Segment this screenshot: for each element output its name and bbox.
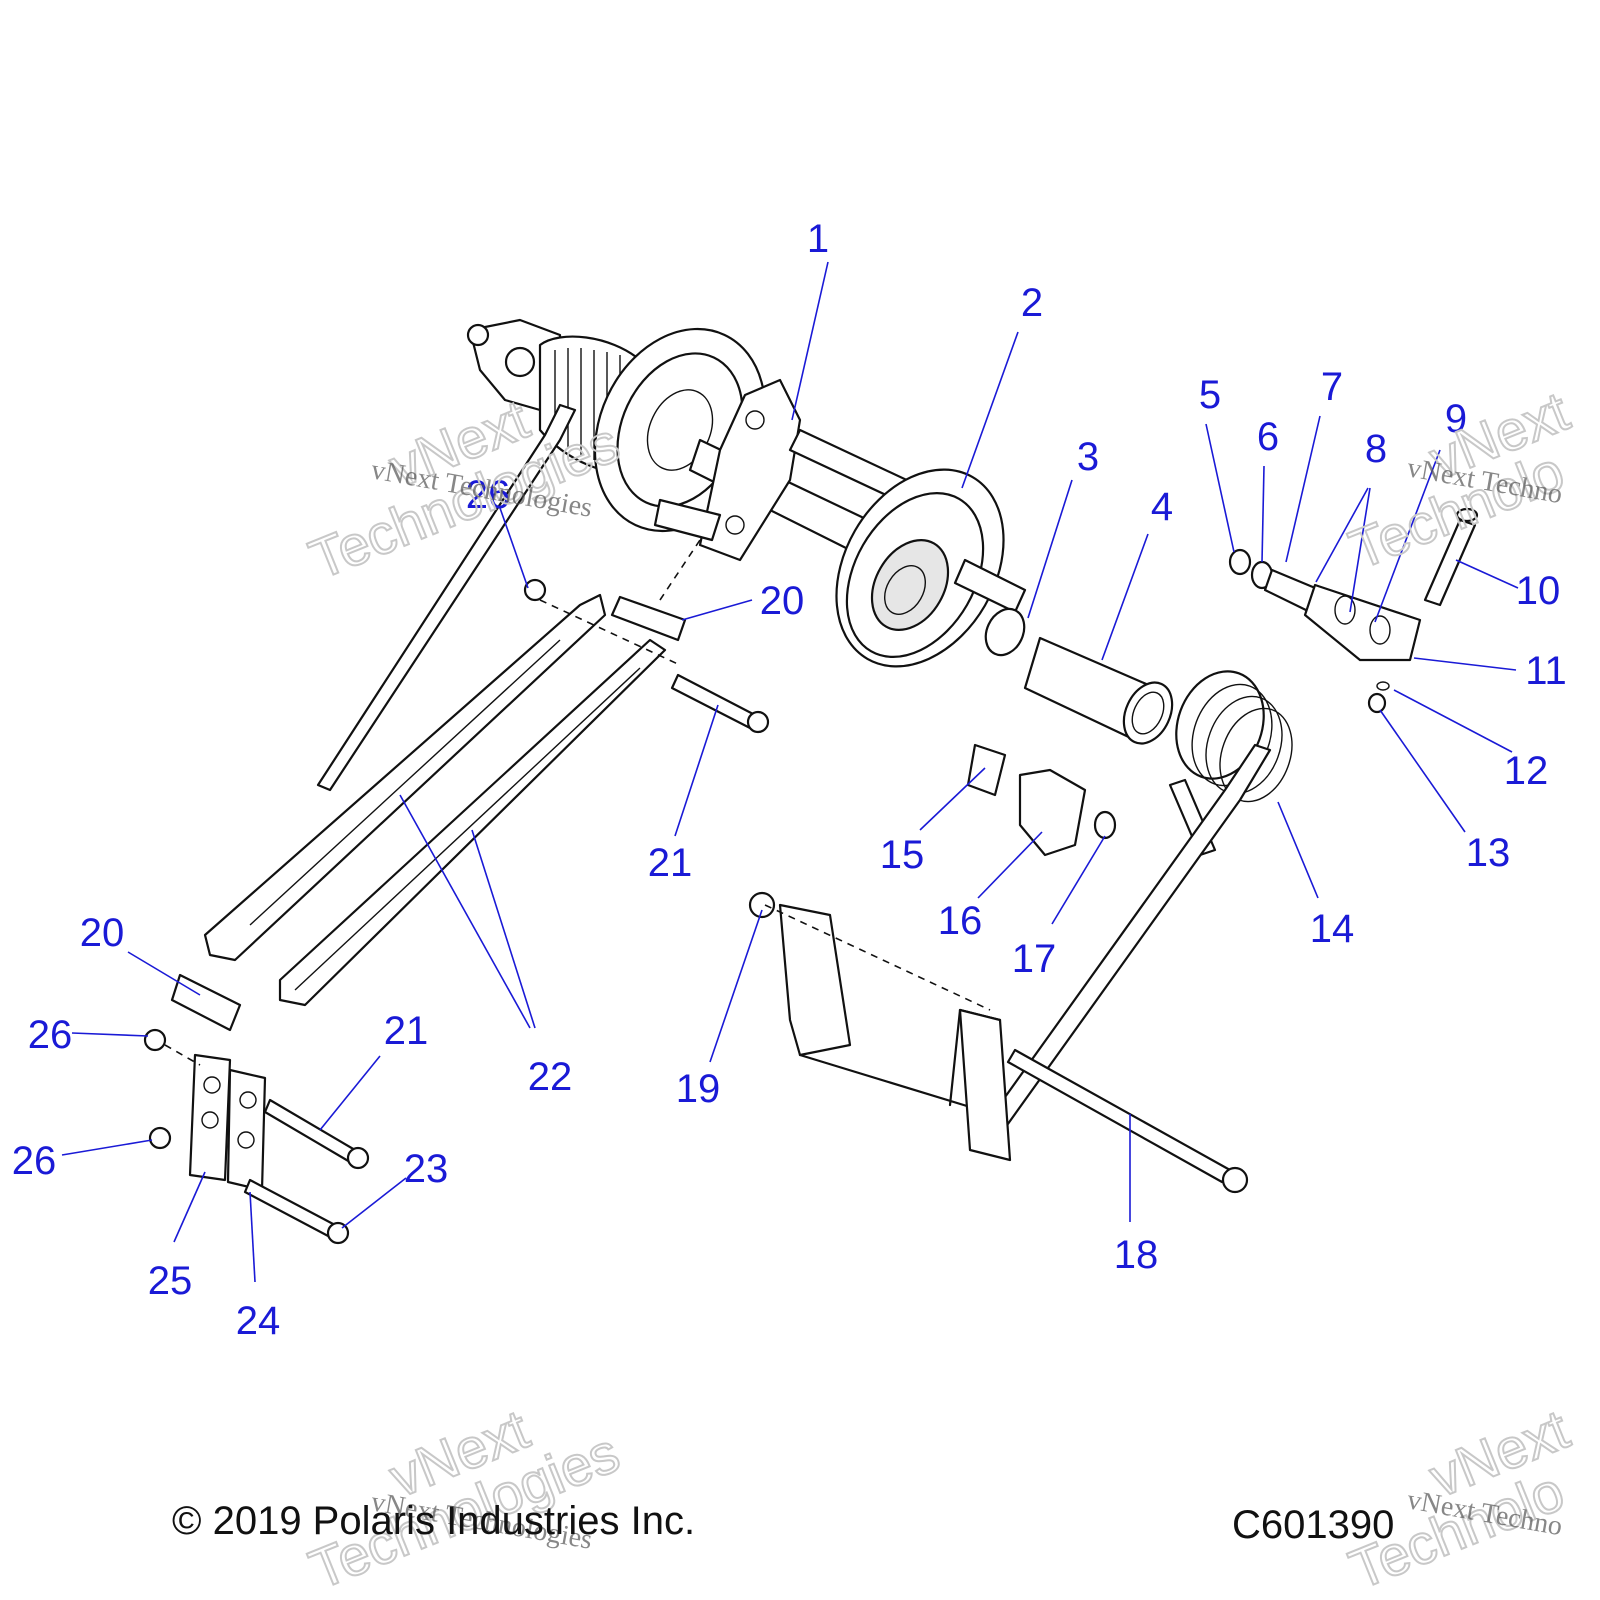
callout-25: 25 [148,1259,193,1303]
adjuster-cam-assembly [1228,507,1479,714]
callout-7: 7 [1321,365,1343,409]
callout-2: 2 [1021,281,1043,325]
callout-22: 22 [528,1055,573,1099]
callout-3: 3 [1077,435,1099,479]
nut-mid [143,1028,167,1052]
callout-labels: 1 2 3 4 5 6 7 8 9 10 11 12 13 14 15 16 1… [12,217,1567,1343]
callout-16: 16 [938,899,983,943]
sleeve-part [1023,636,1174,745]
long-bolt [1006,1048,1232,1184]
callout-26-upper: 26 [466,473,511,517]
callout-24: 24 [236,1299,281,1343]
assembly-line-3 [659,539,701,601]
callout-10: 10 [1516,569,1561,613]
rear-bracket [748,891,1012,1162]
callout-6: 6 [1257,415,1279,459]
bolt-upper-head [746,710,770,734]
callout-18: 18 [1114,1233,1159,1277]
link-plates [188,1053,370,1245]
callout-15: 15 [880,833,925,877]
callout-8: 8 [1365,427,1387,471]
callout-21-upper: 21 [648,841,693,885]
torsion-spring [983,670,1293,1137]
callout-13: 13 [1466,831,1511,875]
long-bolt-head [1221,1166,1249,1194]
torsion-arm-left [316,403,577,792]
copyright-text: © 2019 Polaris Industries Inc. [172,1499,695,1543]
callout-21-lower: 21 [384,1009,429,1053]
leader-lines [61,261,1519,1283]
callout-1: 1 [807,217,829,261]
callout-14: 14 [1310,907,1355,951]
callout-19: 19 [676,1067,721,1111]
pivot-bushing [966,743,1007,797]
nut-lower [148,1126,172,1150]
washer-part [1093,810,1117,840]
assembly-line-2 [164,1044,201,1066]
callout-17: 17 [1012,937,1057,981]
ring-part [984,607,1026,657]
figure-id: C601390 [1232,1503,1394,1547]
callout-26-middle: 26 [28,1013,73,1057]
callout-5: 5 [1199,373,1221,417]
spacer-lower [170,973,242,1032]
callout-20-lower: 20 [80,911,125,955]
idler-wheel [835,468,1027,668]
callout-4: 4 [1151,485,1173,529]
nut-upper [523,578,547,602]
callout-26-lower: 26 [12,1139,57,1183]
callout-9: 9 [1445,397,1467,441]
callout-23: 23 [404,1147,449,1191]
spacer-upper [610,595,687,642]
stopper-cam [1018,768,1087,857]
part-drawings [143,318,1479,1245]
callout-12: 12 [1504,749,1549,793]
callout-11: 11 [1525,649,1567,693]
callout-20-upper: 20 [760,579,805,623]
slide-rails [203,593,667,1007]
